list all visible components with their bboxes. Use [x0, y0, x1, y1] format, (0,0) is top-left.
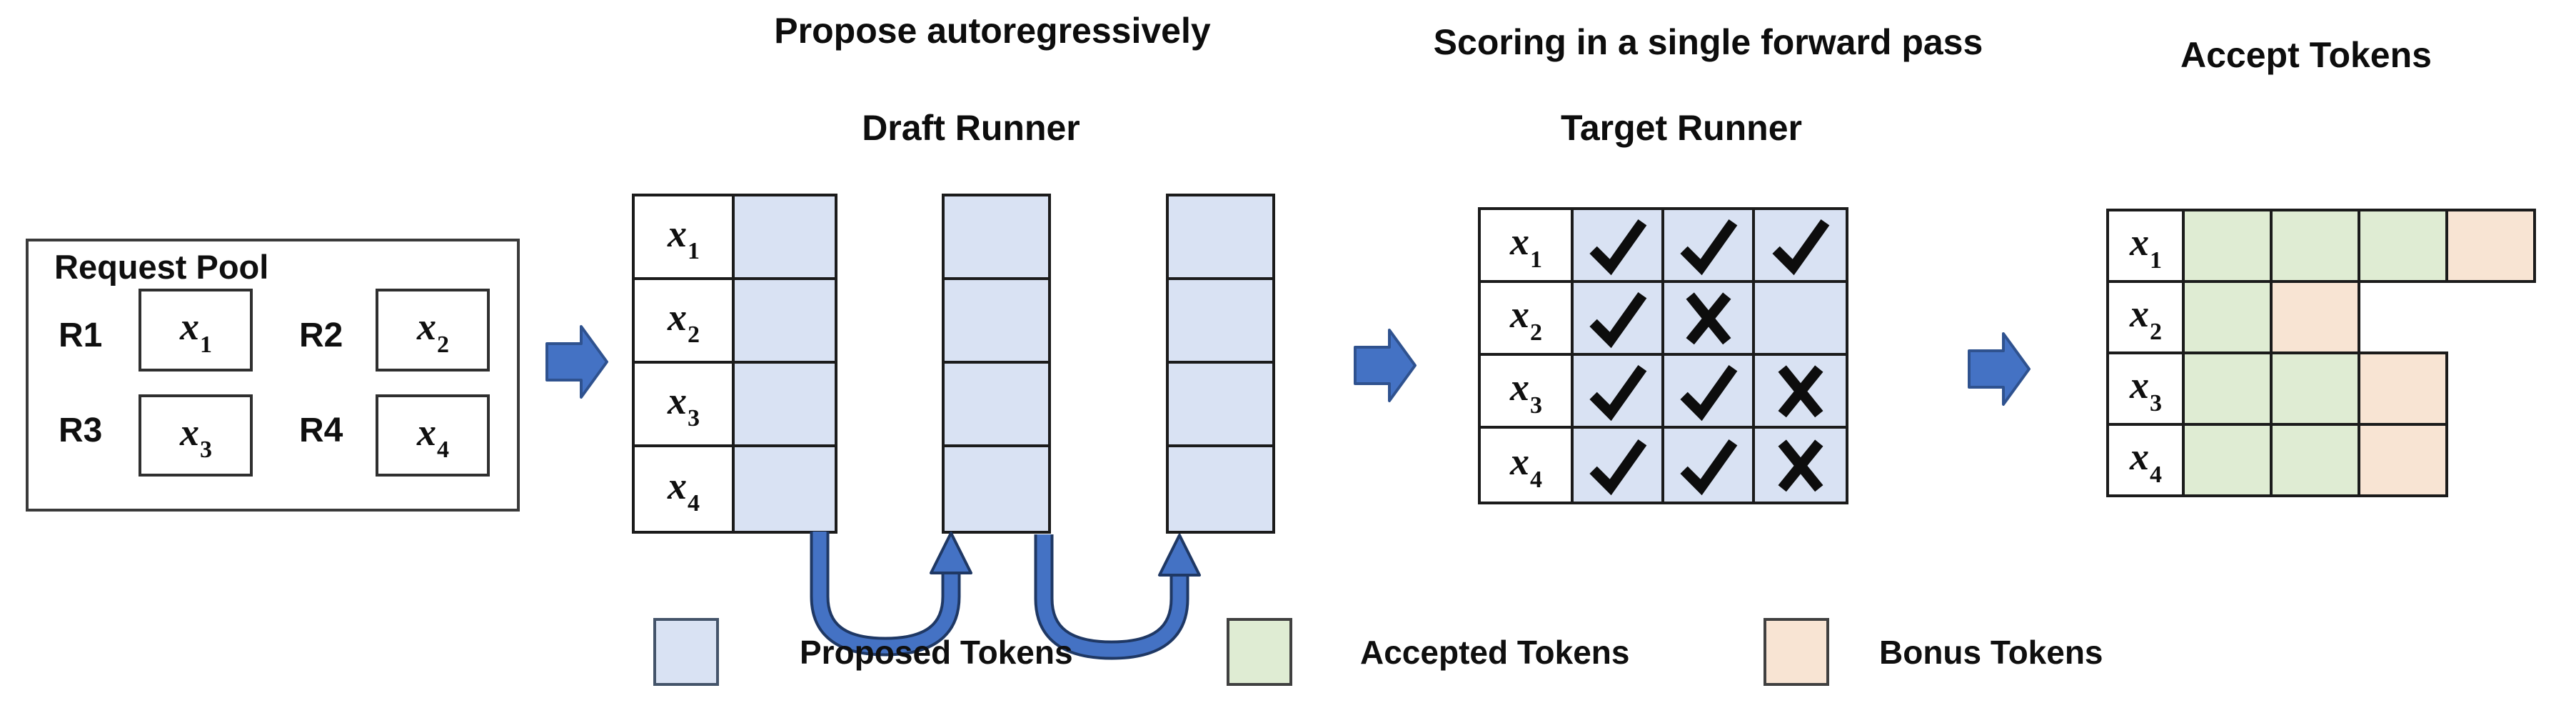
legend-label-bonus: Bonus Tokens: [1879, 634, 2103, 671]
accept-cell-accepted: [2270, 352, 2360, 426]
target-runner-table: x1 x2 x3 x4: [1478, 207, 1848, 504]
token-label-x3: x3: [180, 410, 212, 464]
cross-icon: [1778, 365, 1823, 418]
accept-tokens-title: Accept Tokens: [2180, 35, 2432, 75]
legend-label-proposed: Proposed Tokens: [800, 634, 1073, 671]
target-cell: [1664, 210, 1755, 283]
target-row-label: x2: [1481, 283, 1574, 356]
draft-row-label: x2: [635, 280, 735, 364]
accept-cell-bonus: [2445, 209, 2536, 283]
draft-cell-proposed: [735, 196, 835, 280]
accept-cell-bonus: [2270, 280, 2360, 354]
right-arrow-icon: [545, 325, 608, 399]
accept-row-label: x3: [2106, 352, 2185, 426]
accept-row: x2: [2106, 280, 2360, 354]
target-row-label: x3: [1481, 356, 1574, 429]
draft-cell-proposed: [1169, 196, 1272, 280]
target-cell: [1574, 429, 1664, 502]
draft-cell-proposed: [1169, 364, 1272, 447]
draft-cell-proposed: [735, 447, 835, 531]
accept-cell-accepted: [2270, 423, 2360, 497]
draft-runner-title: Draft Runner: [862, 108, 1080, 148]
target-cell: [1574, 210, 1664, 283]
accept-row-label: x2: [2106, 280, 2185, 354]
draft-cell-proposed: [945, 447, 1048, 531]
target-cell: [1664, 356, 1755, 429]
target-section-caption: Scoring in a single forward pass: [1433, 22, 1983, 62]
target-cell: [1755, 283, 1846, 356]
request-pool-box: Request Pool R1 x1 R2 x2 R3 x3 R4 x4: [26, 239, 520, 512]
check-icon: [1679, 219, 1737, 276]
check-icon: [1771, 219, 1829, 276]
draft-step-column-3: [1166, 194, 1275, 534]
target-cell: [1664, 429, 1755, 502]
accept-cell-accepted: [2182, 209, 2273, 283]
right-arrow-icon: [1968, 332, 2031, 406]
draft-row-label: x3: [635, 364, 735, 447]
token-box-x3: x3: [139, 394, 253, 477]
accept-row: x3: [2106, 352, 2448, 426]
legend-swatch-proposed: [653, 618, 719, 686]
draft-runner-table: x1 x2 x3 x4: [632, 194, 837, 534]
request-pool-title: Request Pool: [54, 248, 269, 286]
target-cell: [1664, 283, 1755, 356]
accept-cell-accepted: [2182, 352, 2273, 426]
check-icon: [1589, 364, 1646, 422]
accept-row: x1: [2106, 209, 2536, 283]
draft-cell-proposed: [735, 364, 835, 447]
draft-cell-proposed: [1169, 280, 1272, 364]
token-box-x1: x1: [139, 289, 253, 372]
accept-row-label: x1: [2106, 209, 2185, 283]
draft-row-label: x1: [635, 196, 735, 280]
draft-section-caption: Propose autoregressively: [774, 11, 1211, 51]
target-cell: [1574, 356, 1664, 429]
token-box-x2: x2: [376, 289, 490, 372]
accept-cell-accepted: [2182, 280, 2273, 354]
draft-cell-proposed: [945, 196, 1048, 280]
check-icon: [1589, 291, 1646, 349]
uturn-arrow-icon: [810, 532, 972, 657]
target-runner-title: Target Runner: [1561, 108, 1802, 148]
cross-icon: [1686, 292, 1731, 345]
accept-cell-accepted: [2182, 423, 2273, 497]
target-cell: [1574, 283, 1664, 356]
uturn-arrows: [810, 532, 1201, 660]
request-label-r3: R3: [59, 412, 103, 449]
target-cell: [1755, 210, 1846, 283]
draft-cell-proposed: [1169, 447, 1272, 531]
check-icon: [1589, 219, 1646, 276]
target-row-label: x4: [1481, 429, 1574, 502]
check-icon: [1679, 439, 1737, 496]
accept-cell-bonus: [2358, 423, 2448, 497]
accept-row: x4: [2106, 423, 2448, 497]
token-box-x4: x4: [376, 394, 490, 477]
cross-icon: [1778, 439, 1823, 492]
accept-cell-accepted: [2358, 209, 2448, 283]
token-label-x1: x1: [180, 305, 212, 358]
target-cell: [1755, 356, 1846, 429]
right-arrow-icon: [1354, 329, 1417, 402]
accept-row-label: x4: [2106, 423, 2185, 497]
legend-label-accepted: Accepted Tokens: [1360, 634, 1630, 671]
accept-cell-accepted: [2270, 209, 2360, 283]
request-label-r4: R4: [299, 412, 343, 449]
draft-cell-proposed: [945, 364, 1048, 447]
draft-row-label: x4: [635, 447, 735, 531]
token-label-x2: x2: [417, 305, 449, 358]
draft-cell-proposed: [735, 280, 835, 364]
draft-step-column-2: [942, 194, 1051, 534]
request-label-r1: R1: [59, 316, 103, 354]
request-label-r2: R2: [299, 316, 343, 354]
draft-cell-proposed: [945, 280, 1048, 364]
check-icon: [1589, 439, 1646, 496]
legend-swatch-accepted: [1227, 618, 1292, 686]
uturn-arrow-icon: [1034, 534, 1201, 660]
target-cell: [1755, 429, 1846, 502]
accept-cell-bonus: [2358, 352, 2448, 426]
token-label-x4: x4: [417, 410, 449, 464]
legend-swatch-bonus: [1764, 618, 1829, 686]
target-row-label: x1: [1481, 210, 1574, 283]
check-icon: [1679, 364, 1737, 422]
